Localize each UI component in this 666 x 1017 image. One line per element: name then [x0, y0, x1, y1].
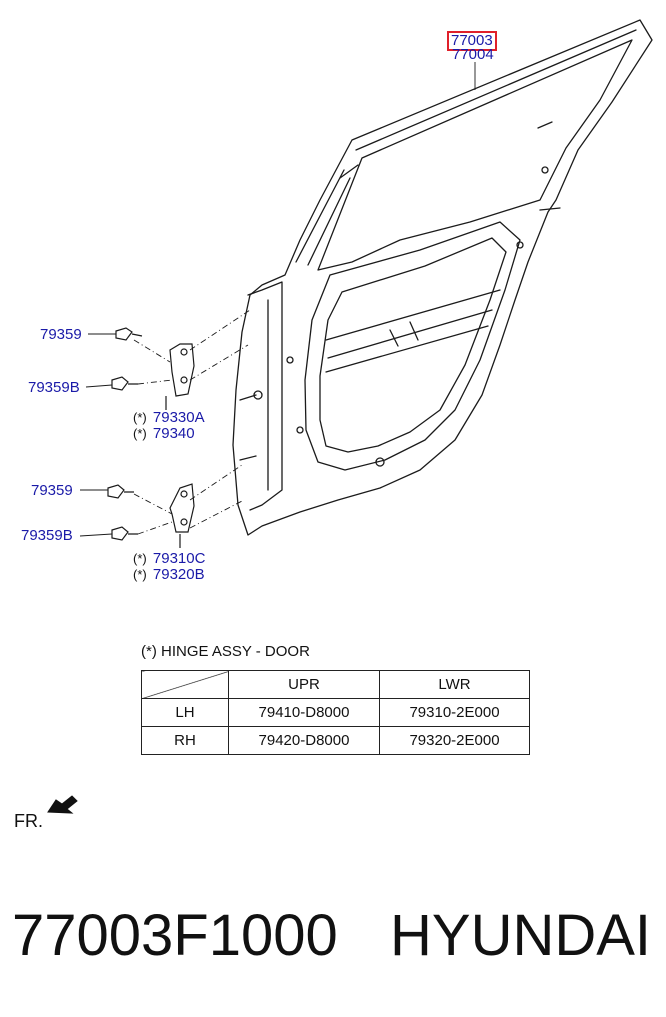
upper-bolt-icon [115, 327, 143, 341]
callout-lower-bolt[interactable]: 79359 [31, 482, 73, 499]
callout-lower-hinge-b[interactable]: (*) 79320B [133, 567, 205, 583]
table-side-cell: RH [141, 726, 229, 755]
table-part-cell[interactable]: 79320-2E000 [379, 726, 530, 755]
footer-part-number: 77003F1000 [12, 903, 338, 968]
front-arrow-icon [47, 795, 78, 814]
table-part-cell[interactable]: 79310-2E000 [379, 698, 530, 727]
callout-lower-hinge-a[interactable]: (*) 79310C [133, 551, 205, 567]
table-row: RH 79420-D8000 79320-2E000 [141, 726, 530, 755]
callout-lower-bolt-b[interactable]: 79359B [21, 527, 73, 544]
hinge-pillar [247, 281, 283, 511]
callout-upper-bolt-b[interactable]: 79359B [28, 379, 80, 396]
callout-lower-hinge-b-text: 79320B [152, 566, 205, 583]
callout-upper-hinge-a-text: 79330A [152, 409, 205, 426]
hinge-table-title: (*) HINGE ASSY - DOOR [141, 643, 310, 660]
callout-upper-bolt[interactable]: 79359 [40, 326, 82, 343]
star-mark: (*) [133, 426, 147, 441]
star-mark: (*) [133, 567, 147, 582]
star-mark: (*) [133, 410, 147, 425]
callout-upper-hinge-b[interactable]: (*) 79340 [133, 426, 195, 442]
callout-77004[interactable]: 77004 [452, 46, 494, 63]
front-indicator-label: FR. [14, 811, 43, 831]
lower-hinge-icon [169, 483, 195, 533]
lower-bolt-b-icon [111, 526, 138, 541]
impact-beam [325, 289, 501, 373]
window-frame-seal [355, 29, 637, 151]
callout-upper-hinge-a[interactable]: (*) 79330A [133, 410, 205, 426]
table-row: LH 79410-D8000 79310-2E000 [141, 698, 530, 727]
window-frame-inner [317, 39, 633, 271]
lower-hinge-group [107, 483, 195, 548]
upper-hinge-group [111, 327, 195, 410]
door-outer-frame [232, 19, 653, 536]
lower-bolt-icon [107, 484, 134, 499]
table-part-cell[interactable]: 79410-D8000 [228, 698, 380, 727]
table-side-cell: LH [141, 698, 229, 727]
table-part-cell[interactable]: 79420-D8000 [228, 726, 380, 755]
hinge-table: UPR LWR LH 79410-D8000 79310-2E000 RH 79… [141, 670, 530, 755]
footer-brand: HYUNDAI [390, 903, 652, 968]
table-corner-cell [141, 670, 229, 699]
table-header-lwr: LWR [379, 670, 530, 699]
upper-bolt-b-icon [111, 376, 138, 391]
upper-hinge-icon [169, 343, 195, 397]
callout-77003[interactable]: 77003 [447, 31, 497, 51]
table-header-upr: UPR [228, 670, 380, 699]
star-mark: (*) [133, 551, 147, 566]
door-inner-opening [304, 221, 521, 471]
callout-upper-hinge-b-text: 79340 [152, 425, 195, 442]
callout-lower-hinge-a-text: 79310C [152, 550, 206, 567]
table-header-row: UPR LWR [141, 670, 530, 699]
door-panel-diagram [47, 19, 653, 814]
